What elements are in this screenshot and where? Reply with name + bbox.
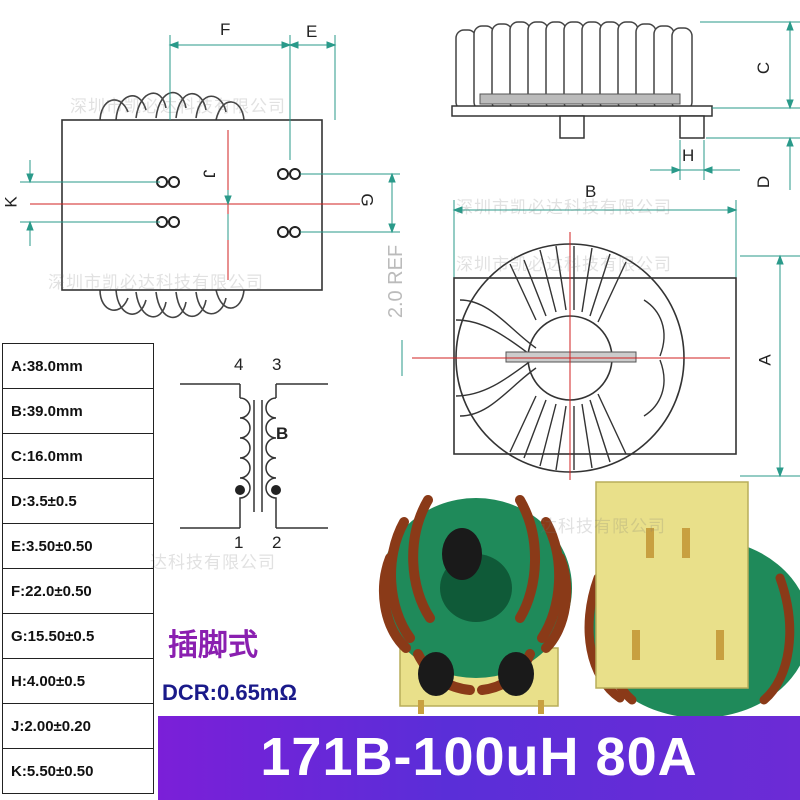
spec-cell: H:4.00±0.5	[2, 658, 154, 704]
spec-cell: B:39.0mm	[2, 388, 154, 434]
watermark-text: 达科技有限公司	[150, 553, 276, 573]
watermark-text: 达科技有限公司	[540, 517, 666, 537]
spec-cell: K:5.50±0.50	[2, 748, 154, 794]
watermark-text: 深圳市凯必达科技有限公司	[70, 97, 286, 117]
spec-row: F:22.0±0.50	[2, 568, 154, 614]
spec-row: C:16.0mm	[2, 433, 154, 479]
dim-label-c: C	[754, 61, 774, 75]
spec-row: K:5.50±0.50	[2, 748, 154, 794]
dim-label-k: K	[1, 196, 21, 208]
dim-label-h: H	[682, 146, 695, 165]
spec-cell: G:15.50±0.5	[2, 613, 154, 659]
spec-table: A:38.0mm B:39.0mm C:16.0mm D:3.5±0.5 E:3…	[2, 343, 154, 794]
schematic-pin-2: 2	[272, 533, 282, 552]
dim-label-e: E	[306, 22, 318, 41]
bottom-view-drawing	[401, 200, 800, 480]
spec-row: H:4.00±0.5	[2, 658, 154, 704]
spec-row: J:2.00±0.20	[2, 703, 154, 749]
dim-label-a: A	[755, 354, 775, 366]
spec-cell: D:3.5±0.5	[2, 478, 154, 524]
spec-row: B:39.0mm	[2, 388, 154, 434]
dim-label-ref: 2.0 REF	[385, 244, 408, 319]
product-photo	[378, 481, 800, 718]
schematic-pin-3: 3	[272, 355, 282, 374]
watermark-text: 深圳市凯必达科技有限公司	[456, 198, 672, 218]
mount-type-label: 插脚式	[168, 628, 258, 663]
spec-cell: J:2.00±0.20	[2, 703, 154, 749]
dim-label-j: J	[199, 169, 219, 179]
product-title: 171B-100uH 80A	[260, 727, 698, 787]
schematic-diagram	[180, 383, 328, 529]
spec-cell: E:3.50±0.50	[2, 523, 154, 569]
spec-cell: A:38.0mm	[2, 343, 154, 389]
spec-row: A:38.0mm	[2, 343, 154, 389]
watermark-text: 深圳市凯必达科技有限公司	[48, 273, 264, 293]
schematic-label-b: B	[276, 424, 289, 443]
spec-cell: C:16.0mm	[2, 433, 154, 479]
schematic-pin-1: 1	[234, 533, 244, 552]
dim-label-b: B	[585, 182, 597, 201]
dcr-label: DCR:0.65mΩ	[162, 680, 298, 705]
product-title-banner: 171B-100uH 80A	[158, 716, 800, 800]
spec-row: E:3.50±0.50	[2, 523, 154, 569]
side-view-drawing	[451, 20, 800, 190]
dim-label-f: F	[220, 20, 231, 39]
watermark-text: 深圳市凯必达科技有限公司	[456, 255, 672, 275]
spec-row: G:15.50±0.5	[2, 613, 154, 659]
schematic-pin-4: 4	[234, 355, 244, 374]
top-view-drawing	[20, 35, 400, 319]
spec-cell: F:22.0±0.50	[2, 568, 154, 614]
spec-row: D:3.5±0.5	[2, 478, 154, 524]
